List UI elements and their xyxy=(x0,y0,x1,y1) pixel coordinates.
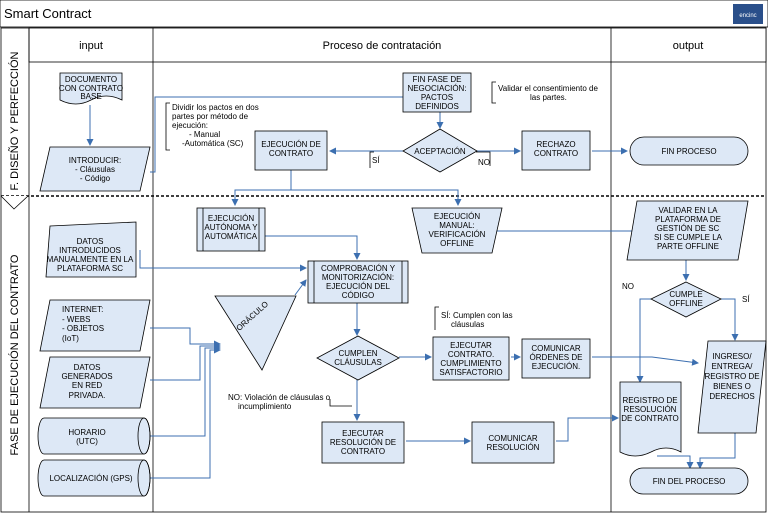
annotation-brackets xyxy=(165,81,496,407)
horario-cylinder: HORARIO(UTC) xyxy=(37,417,151,455)
title-bar xyxy=(0,0,768,28)
svg-text:ACEPTACIÓN: ACEPTACIÓN xyxy=(414,147,466,156)
no-offline-label: NO xyxy=(622,282,634,291)
localizacion-cylinder: LOCALIZACIÓN (GPS) xyxy=(37,459,151,497)
phase-chevron xyxy=(0,195,29,210)
svg-text:INTERNET:- WEBS- OBJETOS(IoT): INTERNET:- WEBS- OBJETOS(IoT) xyxy=(62,305,104,343)
aceptacion-decision: ACEPTACIÓN xyxy=(402,128,478,173)
column-input: input xyxy=(79,40,103,52)
svg-text:LOCALIZACIÓN (GPS): LOCALIZACIÓN (GPS) xyxy=(49,474,132,483)
fin-proceso-terminator: FIN PROCESO xyxy=(629,136,749,166)
oraculo-triangle: ORÁCULO xyxy=(214,295,297,371)
svg-text:HORARIO(UTC): HORARIO(UTC) xyxy=(68,428,105,446)
internet-parallelogram: INTERNET:- WEBS- OBJETOS(IoT) xyxy=(39,299,151,352)
logo xyxy=(733,4,763,24)
introducir-parallelogram: INTRODUCIR:- Cláusulas- Código xyxy=(39,146,151,192)
lane-execution: FASE DE EJECUCIÓN DEL CONTRATO xyxy=(8,254,21,455)
lane-design: F. DISEÑO Y PERFECCIÓN xyxy=(8,51,21,190)
fin-del-proceso-terminator: FIN DEL PROCESO xyxy=(629,467,749,495)
no-label: NO xyxy=(478,158,490,167)
si-label: SÍ xyxy=(372,156,380,165)
diagram-title: Smart Contract xyxy=(4,6,92,21)
column-process: Proceso de contratación xyxy=(323,40,442,52)
si-offline-label: SÍ xyxy=(742,295,750,304)
svg-text:FIN PROCESO: FIN PROCESO xyxy=(661,147,716,156)
svg-text:FIN DEL PROCESO: FIN DEL PROCESO xyxy=(653,477,726,486)
svg-text:INTRODUCIR:- Cláusulas- Código: INTRODUCIR:- Cláusulas- Código xyxy=(69,156,121,183)
connectors xyxy=(86,96,739,479)
svg-text:NO: Violación de cláusulas oin: NO: Violación de cláusulas oincumplimien… xyxy=(228,393,331,411)
logo-text: encinc xyxy=(739,13,756,19)
column-output: output xyxy=(673,40,704,52)
column-header-row xyxy=(28,27,767,63)
